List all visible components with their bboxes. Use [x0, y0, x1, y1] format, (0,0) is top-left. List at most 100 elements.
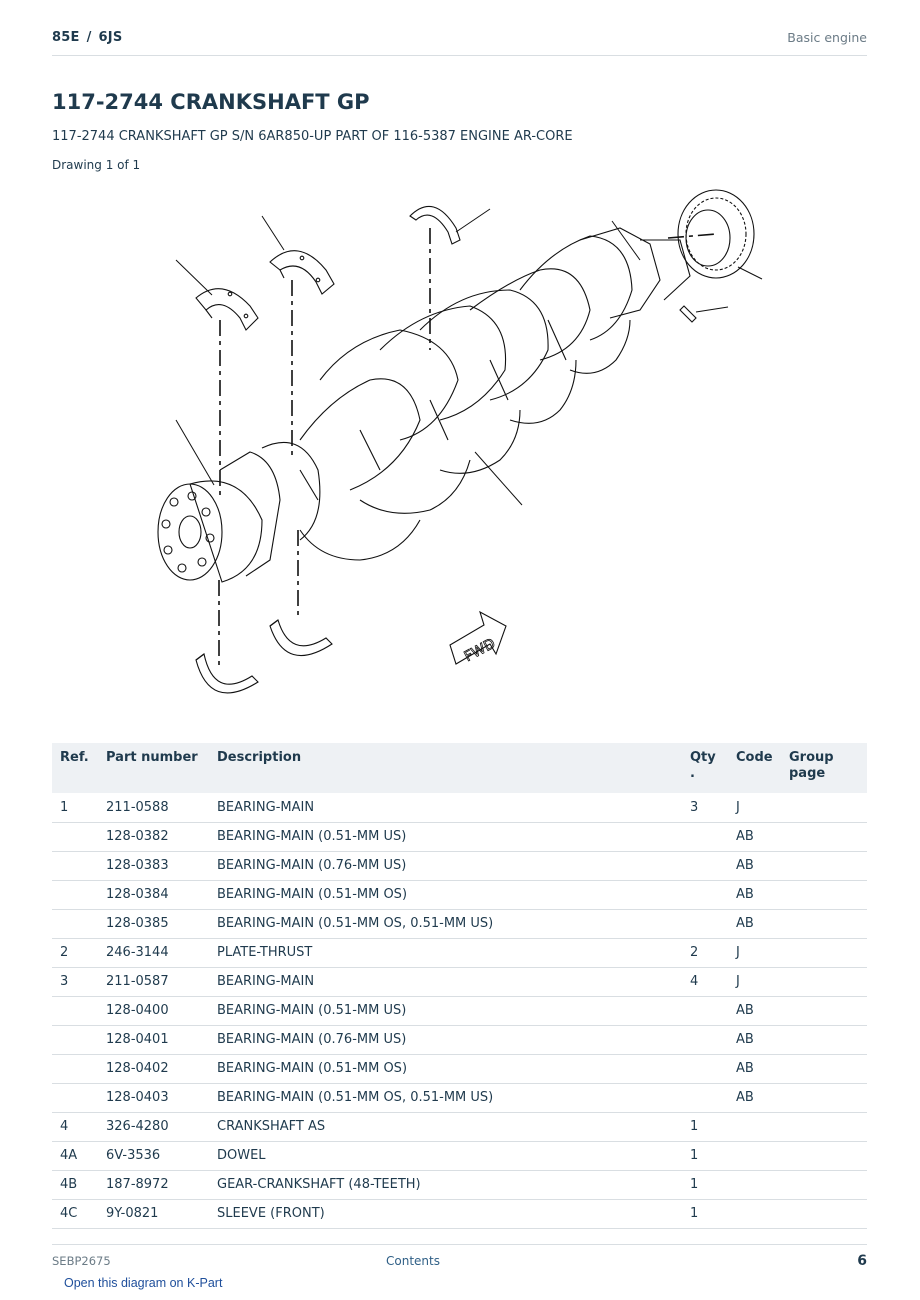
bearing-shell-upper-2	[269, 250, 335, 295]
breadcrumb-prefix[interactable]: 6JS	[98, 30, 123, 45]
group-page-cell	[781, 793, 867, 823]
crankshaft	[157, 227, 691, 583]
group-page-cell	[781, 1054, 867, 1084]
qty-cell	[682, 996, 728, 1026]
ref-cell	[52, 880, 98, 910]
bearing-shell-upper-1	[195, 288, 259, 331]
group-page-cell	[781, 822, 867, 852]
part-number-cell[interactable]: 9Y-0821	[98, 1199, 209, 1229]
part-number-cell[interactable]: 128-0400	[98, 996, 209, 1026]
qty-cell: 3	[682, 793, 728, 823]
ref-cell: 3	[52, 967, 98, 997]
code-cell: AB	[728, 880, 781, 910]
part-number-cell[interactable]: 326-4280	[98, 1112, 209, 1142]
ref-cell: 4B	[52, 1170, 98, 1200]
group-page-cell	[781, 1170, 867, 1200]
description-cell: BEARING-MAIN (0.51-MM OS)	[209, 1054, 682, 1084]
qty-cell	[682, 1083, 728, 1113]
page-footer: SEBP2675 Contents 6	[52, 1244, 867, 1274]
col-header-part-number: Part number	[98, 743, 209, 793]
code-cell: AB	[728, 1025, 781, 1055]
group-page-cell	[781, 1141, 867, 1171]
group-page-cell	[781, 1199, 867, 1229]
description-cell: BEARING-MAIN (0.51-MM US)	[209, 822, 682, 852]
group-page-cell	[781, 851, 867, 881]
code-cell	[728, 1170, 781, 1200]
group-page-cell	[781, 880, 867, 910]
contents-link[interactable]: Contents	[386, 1254, 440, 1268]
parts-table: Ref. Part number Description Qty . Code …	[52, 743, 867, 1229]
part-number-cell[interactable]: 128-0384	[98, 880, 209, 910]
thrust-plate	[409, 205, 461, 245]
qty-cell: 1	[682, 1112, 728, 1142]
part-number-cell[interactable]: 187-8972	[98, 1170, 209, 1200]
qty-cell	[682, 851, 728, 881]
code-cell: AB	[728, 909, 781, 939]
group-page-cell	[781, 967, 867, 997]
description-cell: BEARING-MAIN (0.51-MM OS, 0.51-MM US)	[209, 909, 682, 939]
description-cell: GEAR-CRANKSHAFT (48-TEETH)	[209, 1170, 682, 1200]
code-cell	[728, 1112, 781, 1142]
page-header: 85E/6JS Basic engine	[52, 28, 867, 56]
part-number-cell[interactable]: 128-0401	[98, 1025, 209, 1055]
part-number-cell[interactable]: 128-0385	[98, 909, 209, 939]
drawing-count: Drawing 1 of 1	[52, 158, 141, 172]
group-page-cell	[781, 1083, 867, 1113]
leader-lines	[175, 208, 763, 506]
code-cell	[728, 1141, 781, 1171]
part-number-cell[interactable]: 128-0383	[98, 851, 209, 881]
part-number-cell[interactable]: 246-3144	[98, 938, 209, 968]
description-cell: BEARING-MAIN	[209, 793, 682, 823]
qty-cell: 2	[682, 938, 728, 968]
part-number-cell[interactable]: 6V-3536	[98, 1141, 209, 1171]
ref-cell: 1	[52, 793, 98, 823]
document-id: SEBP2675	[52, 1254, 111, 1268]
ref-cell	[52, 996, 98, 1026]
qty-cell	[682, 1025, 728, 1055]
ref-cell	[52, 1083, 98, 1113]
col-header-description: Description	[209, 743, 682, 793]
group-page-cell	[781, 1025, 867, 1055]
description-cell: BEARING-MAIN (0.51-MM OS, 0.51-MM US)	[209, 1083, 682, 1113]
bearing-shell-lower-1	[195, 653, 259, 694]
breadcrumb-model[interactable]: 85E	[52, 30, 80, 45]
group-page-cell	[781, 938, 867, 968]
ref-cell	[52, 909, 98, 939]
part-number-cell[interactable]: 211-0588	[98, 793, 209, 823]
qty-cell	[682, 1054, 728, 1084]
part-number-cell[interactable]: 128-0402	[98, 1054, 209, 1084]
page-title: 117-2744 CRANKSHAFT GP	[52, 90, 370, 114]
part-number-cell[interactable]: 128-0403	[98, 1083, 209, 1113]
dowel	[679, 305, 697, 323]
fwd-label: FWD	[462, 636, 498, 665]
qty-cell	[682, 909, 728, 939]
kpart-diagram-link[interactable]: Open this diagram on K-Part	[64, 1276, 223, 1290]
ref-cell	[52, 822, 98, 852]
breadcrumb-separator: /	[86, 30, 92, 45]
part-number-cell[interactable]: 128-0382	[98, 822, 209, 852]
col-header-group-page: Group page	[781, 743, 867, 793]
code-cell	[728, 1199, 781, 1229]
forward-arrow: FWD	[449, 610, 507, 666]
code-cell: J	[728, 793, 781, 823]
part-number-cell[interactable]: 211-0587	[98, 967, 209, 997]
qty-cell	[682, 822, 728, 852]
assembly-centerlines	[218, 228, 717, 670]
ref-cell: 4A	[52, 1141, 98, 1171]
ref-cell: 4	[52, 1112, 98, 1142]
col-header-qty: Qty .	[682, 743, 728, 793]
crankshaft-gear	[677, 189, 755, 279]
qty-cell: 1	[682, 1141, 728, 1171]
group-page-cell	[781, 996, 867, 1026]
description-cell: BEARING-MAIN (0.51-MM OS)	[209, 880, 682, 910]
ref-cell	[52, 1025, 98, 1055]
